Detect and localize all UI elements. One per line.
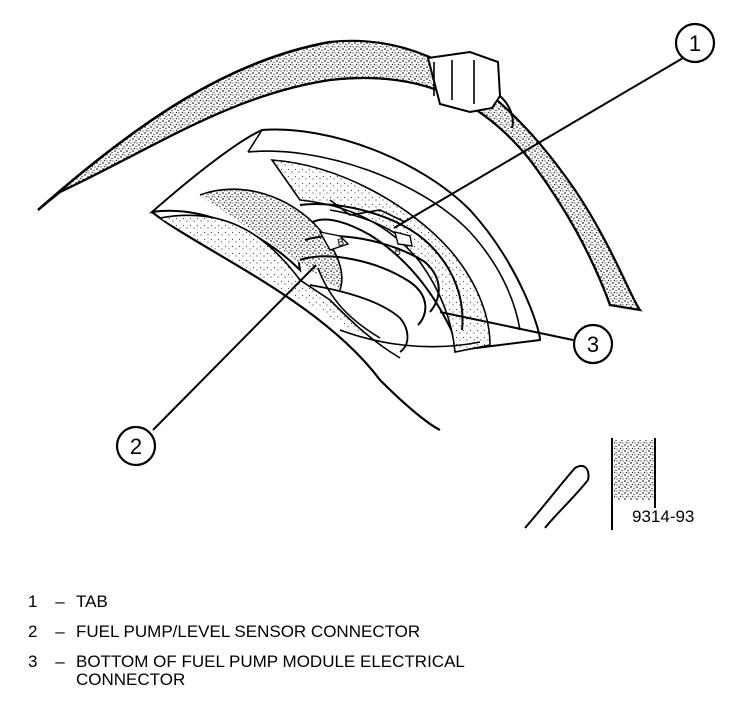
leader-line-2 — [152, 264, 317, 431]
top-connector — [426, 50, 514, 129]
legend-item-text: FUEL PUMP/LEVEL SENSOR CONNECTOR — [76, 622, 421, 641]
leader-lines — [152, 57, 684, 431]
legend: 1 – TAB 2 – FUEL PUMP/LEVEL SENSOR CONNE… — [28, 593, 728, 701]
callout-1-number: 1 — [689, 31, 701, 56]
legend-item-number: 1 — [28, 592, 38, 611]
leader-line-1 — [393, 57, 684, 229]
connector-mark-b: B — [393, 246, 402, 258]
figure-id-label: 9314-93 — [632, 507, 694, 526]
diagram-svg: B B 1 2 3 9314-93 — [37, 22, 716, 530]
callout-3: 3 — [572, 323, 614, 365]
callout-3-number: 3 — [587, 332, 599, 357]
callout-2: 2 — [115, 425, 157, 467]
access-opening — [148, 128, 542, 431]
lower-right-part — [524, 438, 656, 530]
legend-dash: – — [55, 652, 65, 671]
legend-item-number: 2 — [28, 622, 38, 641]
legend-item-number: 3 — [28, 652, 38, 671]
callout-2-number: 2 — [130, 434, 142, 459]
module-internals: B B — [199, 159, 491, 353]
connector-diagram: B B 1 2 3 9314-93 — [37, 22, 716, 530]
connector-mark-a: B — [337, 237, 346, 249]
legend-item-2: 2 – FUEL PUMP/LEVEL SENSOR CONNECTOR — [28, 623, 728, 641]
legend-dash: – — [55, 592, 65, 611]
legend-dash: – — [55, 622, 65, 641]
legend-item-1: 1 – TAB — [28, 593, 728, 611]
legend-item-3: 3 – BOTTOM OF FUEL PUMP MODULE ELECTRICA… — [28, 653, 728, 689]
leader-line-3 — [439, 311, 574, 341]
legend-item-text: BOTTOM OF FUEL PUMP MODULE ELECTRICAL CO… — [76, 652, 465, 689]
legend-item-text: TAB — [76, 592, 108, 611]
callout-1: 1 — [674, 22, 716, 64]
